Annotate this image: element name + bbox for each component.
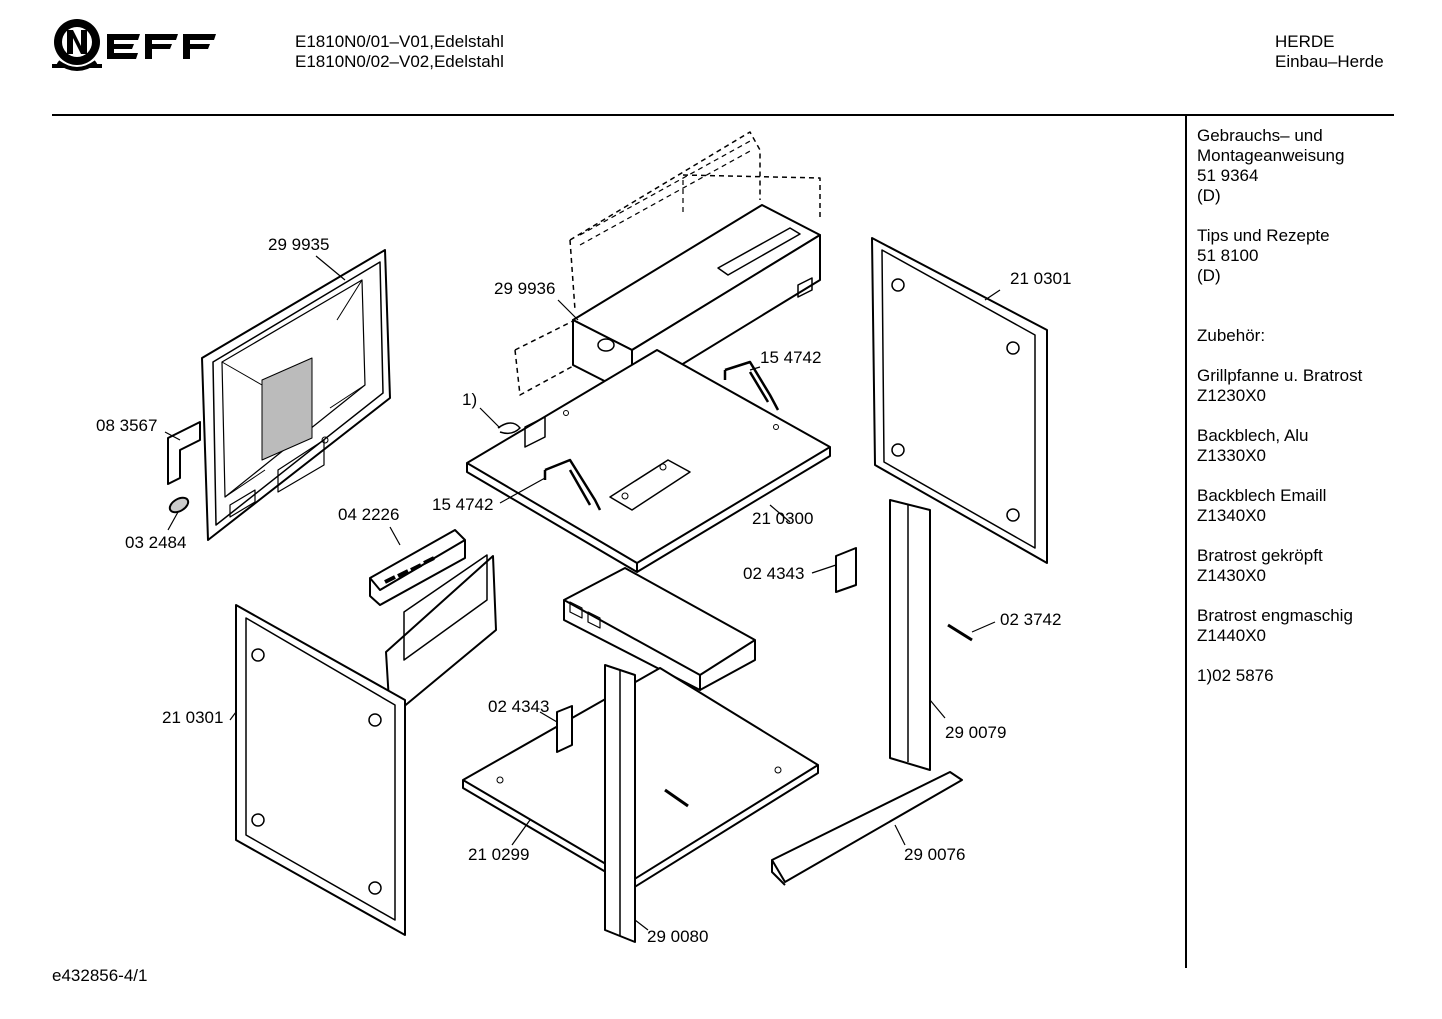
front-door-panel: [201, 249, 391, 541]
exploded-parts-diagram: 29 9935 29 9936 21 0301 15 4742 1) 08 35…: [96, 131, 1071, 946]
sidebar-line: 1)02 5876: [1197, 666, 1274, 685]
label-210301-left: 21 0301: [162, 708, 223, 727]
sidebar-line: Backblech Emaill: [1197, 486, 1327, 505]
sidebar-line: Z1230X0: [1197, 386, 1266, 405]
footnote-item: 1)02 5876: [1197, 666, 1397, 686]
accessory-item: Backblech, Alu Z1330X0: [1197, 426, 1397, 466]
bracket-part: [835, 547, 857, 593]
label-note-1: 1): [462, 390, 477, 409]
right-rail: [889, 499, 931, 771]
sidebar-line: Tips und Rezepte: [1197, 226, 1330, 245]
accessory-item: Bratrost gekröpft Z1430X0: [1197, 546, 1397, 586]
accessory-item: Grillpfanne u. Bratrost Z1230X0: [1197, 366, 1397, 406]
label-210301-top: 21 0301: [1010, 269, 1071, 288]
inner-frame: [385, 555, 497, 719]
label-210299: 21 0299: [468, 845, 529, 864]
sidebar-line: Z1430X0: [1197, 566, 1266, 585]
screw-part: [947, 623, 973, 642]
label-299936: 29 9936: [494, 279, 555, 298]
model-line-1: E1810N0/01–V01,Edelstahl: [295, 32, 504, 51]
label-290080: 29 0080: [647, 927, 708, 946]
drawer-box: [563, 567, 756, 691]
bottom-rail: [771, 771, 963, 883]
category-label: HERDE: [1275, 32, 1335, 51]
label-154742-a: 15 4742: [760, 348, 821, 367]
accessory-item: Bratrost engmaschig Z1440X0: [1197, 606, 1397, 646]
label-299935: 29 9935: [268, 235, 329, 254]
oven-shelf: [466, 349, 831, 573]
left-side-panel: [235, 604, 406, 936]
sidebar-line: Zubehör:: [1197, 326, 1266, 345]
knob-part: [168, 496, 190, 514]
sidebar-line: 51 8100: [1197, 246, 1259, 265]
neff-logo: [52, 19, 216, 71]
control-housing: [514, 131, 821, 396]
sidebar-line: Z1440X0: [1197, 626, 1266, 645]
sidebar-line: Bratrost gekröpft: [1197, 546, 1323, 565]
label-290076: 29 0076: [904, 845, 965, 864]
label-042226: 04 2226: [338, 505, 399, 524]
accessory-sidebar: Gebrauchs– und Montageanweisung 51 9364 …: [1197, 126, 1397, 706]
sidebar-line: Gebrauchs– und: [1197, 126, 1323, 145]
sidebar-line: 51 9364: [1197, 166, 1259, 185]
model-line-2: E1810N0/02–V02,Edelstahl: [295, 52, 504, 71]
sidebar-line: Montageanweisung: [1197, 146, 1345, 165]
label-023742: 02 3742: [1000, 610, 1061, 629]
diagram-code: e432856-4/1: [52, 966, 148, 985]
grill-element-part: [369, 529, 466, 606]
label-024343-b: 02 4343: [488, 697, 549, 716]
sidebar-line: Z1330X0: [1197, 446, 1266, 465]
label-290079: 29 0079: [945, 723, 1006, 742]
label-032484: 03 2484: [125, 533, 186, 552]
manual-block: Gebrauchs– und Montageanweisung 51 9364 …: [1197, 126, 1397, 206]
label-154742-b: 15 4742: [432, 495, 493, 514]
clip-part: [497, 422, 521, 435]
sidebar-line: Backblech, Alu: [1197, 426, 1309, 445]
label-210300: 21 0300: [752, 509, 813, 528]
sidebar-line: (D): [1197, 186, 1221, 205]
bracket-part: [556, 705, 573, 753]
hinge-part: [167, 421, 201, 485]
label-083567: 08 3567: [96, 416, 157, 435]
label-024343-a: 02 4343: [743, 564, 804, 583]
sidebar-line: Grillpfanne u. Bratrost: [1197, 366, 1363, 385]
sidebar-line: Z1340X0: [1197, 506, 1266, 525]
sidebar-line: Bratrost engmaschig: [1197, 606, 1353, 625]
header-divider: [52, 114, 1394, 116]
accessories-heading: Zubehör:: [1197, 326, 1397, 346]
recipes-block: Tips und Rezepte 51 8100 (D): [1197, 226, 1397, 286]
subcategory-label: Einbau–Herde: [1275, 52, 1384, 71]
leader-lines: [164, 255, 1001, 931]
accessory-item: Backblech Emaill Z1340X0: [1197, 486, 1397, 526]
sidebar-divider: [1185, 116, 1187, 968]
right-side-panel: [871, 237, 1048, 564]
sidebar-line: (D): [1197, 266, 1221, 285]
